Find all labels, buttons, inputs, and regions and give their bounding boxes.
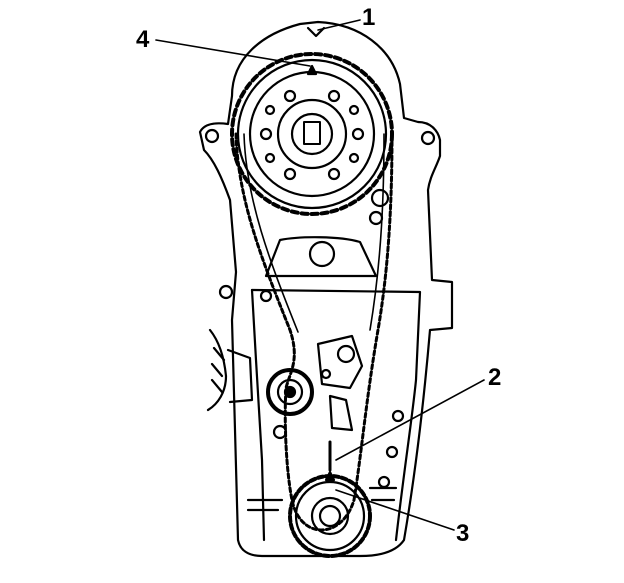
camshaft-sprocket (230, 52, 394, 216)
tensioner-pulley (266, 368, 314, 416)
tensioner-bracket (316, 334, 364, 432)
cover-bolt-3 (218, 284, 234, 300)
cover-bolt-8 (377, 475, 391, 489)
inner-panel-left (250, 288, 266, 542)
callout-4: 4 (136, 26, 150, 53)
callout-3: 3 (456, 520, 470, 547)
cover-bolt-4 (259, 289, 273, 303)
timing-belt-inner (243, 133, 385, 333)
engine-housing-outline (198, 20, 454, 558)
right-ear-bolt (420, 130, 436, 146)
leader-2 (335, 379, 485, 461)
cover-bolt-5 (272, 424, 288, 440)
crankshaft-sprocket (288, 470, 372, 558)
left-mount (206, 328, 254, 412)
rib-hole (308, 240, 336, 268)
cover-bolt-6 (391, 409, 405, 423)
leader-1 (317, 19, 361, 31)
cover-bolt-7 (385, 445, 399, 459)
leader-4 (155, 39, 311, 67)
callout-2: 2 (488, 364, 502, 391)
leader-3 (335, 489, 455, 531)
cover-bolt-2 (368, 210, 384, 226)
inner-panel (250, 288, 422, 542)
bottom-rail-right (368, 486, 398, 502)
bottom-rail-left (246, 498, 284, 512)
timing-belt (234, 132, 394, 532)
left-ear-bolt (204, 128, 220, 144)
cover-rib (264, 236, 378, 278)
cover-bolt-1 (370, 188, 390, 208)
callout-1: 1 (362, 4, 376, 31)
cover-notch (306, 26, 326, 38)
